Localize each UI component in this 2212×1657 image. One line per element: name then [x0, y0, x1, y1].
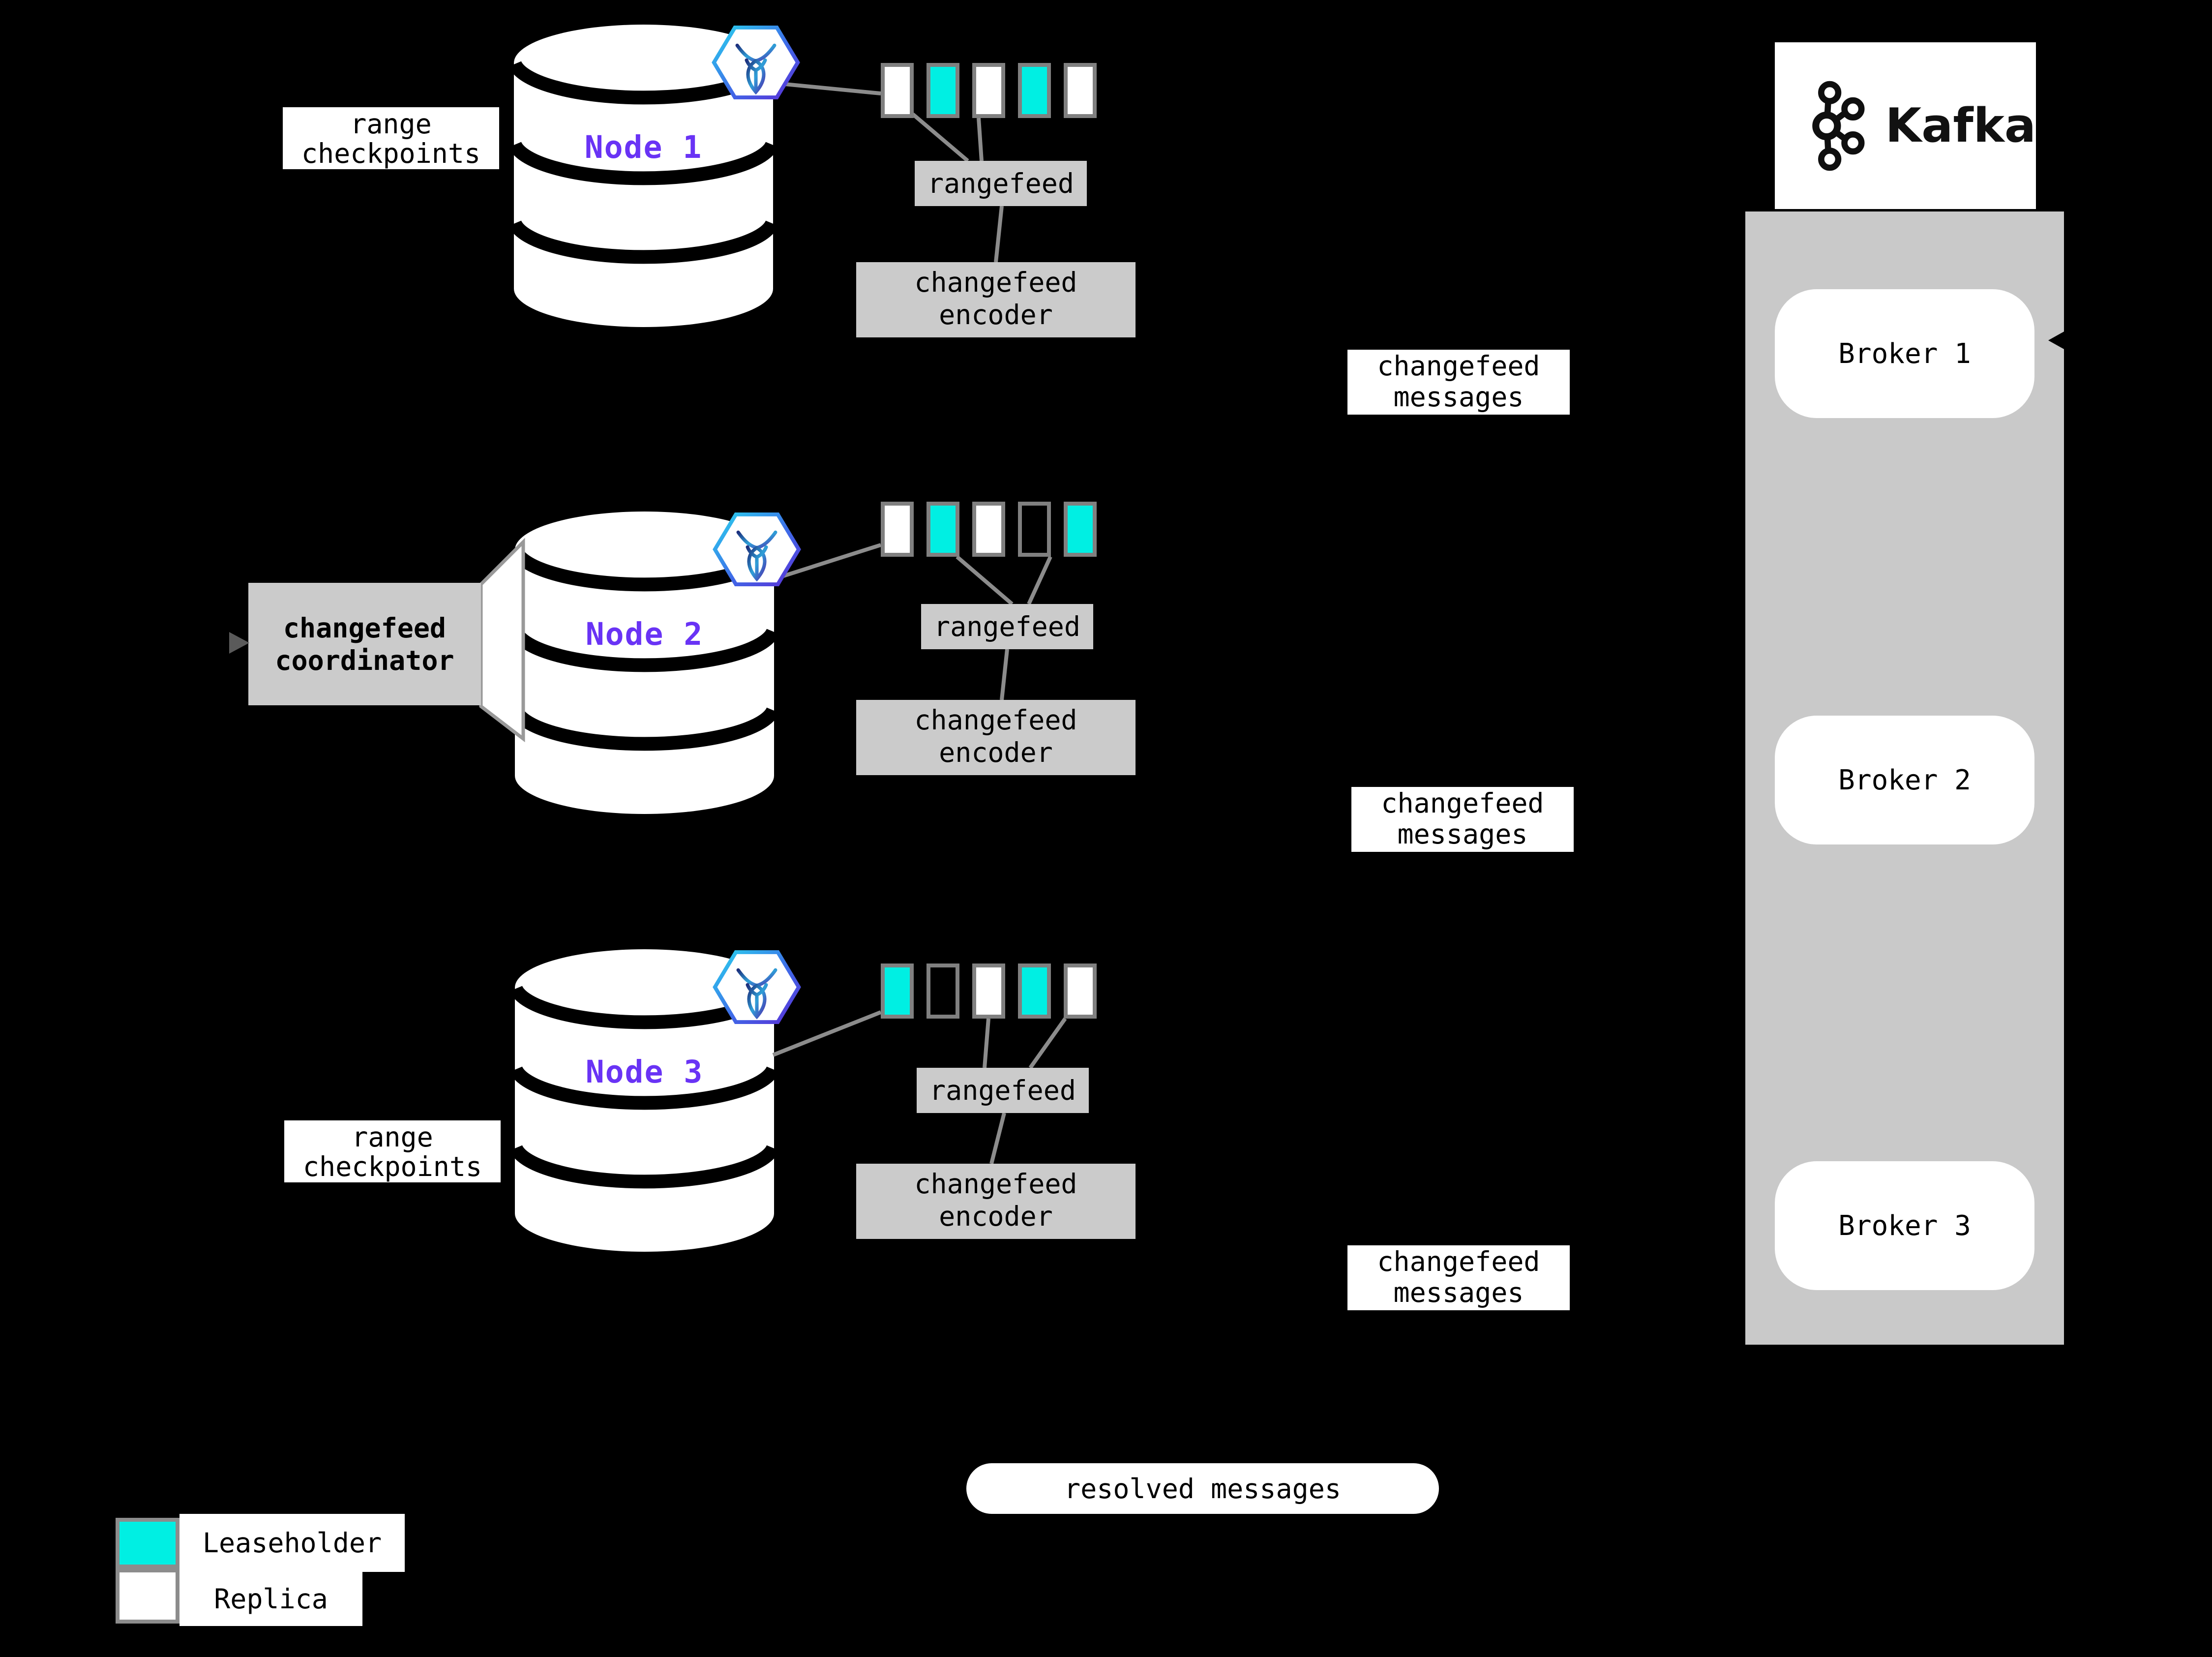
range-rect	[881, 964, 914, 1019]
node2-title: Node 2	[585, 616, 704, 652]
node1-title: Node 1	[584, 129, 703, 165]
node2-changefeed-messages-label: changefeed messages	[1351, 787, 1574, 852]
node2-range4-to-rangefeed-line	[1027, 556, 1052, 605]
legend-replica-label: Replica	[179, 1572, 362, 1626]
legend-leaseholder-label: Leaseholder	[179, 1514, 405, 1572]
node1-range3-to-rangefeed-line	[977, 118, 984, 161]
range-rect	[972, 964, 1005, 1019]
node1-rangefeed-box: rangefeed	[915, 161, 1087, 206]
changefeed-coordinator-label: changefeed coordinator	[248, 583, 481, 705]
range-rect	[1064, 63, 1097, 118]
range-rect	[881, 502, 914, 557]
cockroachdb-logo-icon	[713, 511, 801, 588]
node1-changefeed-messages-label: changefeed messages	[1347, 350, 1570, 415]
range-rect	[972, 63, 1005, 118]
node1-to-ranges-line	[769, 81, 881, 95]
node2-changefeed-encoder-box: changefeed encoder	[856, 700, 1136, 775]
legend-leaseholder-swatch	[116, 1518, 179, 1568]
node3-range-checkpoints-label: range checkpoints	[284, 1120, 501, 1182]
range-rect	[927, 502, 959, 557]
broker-2-box: Broker 2	[1775, 716, 2034, 844]
broker-1-box: Broker 1	[1775, 289, 2034, 418]
broker-3-label: Broker 3	[1838, 1209, 1971, 1242]
node3-to-ranges-line	[772, 1010, 882, 1057]
broker-3-box: Broker 3	[1775, 1161, 2034, 1290]
node2-rangefeed-box: rangefeed	[921, 604, 1093, 649]
range-rect	[927, 63, 959, 118]
node3-range5-to-rangefeed-line	[1028, 1017, 1067, 1069]
node2-rangefeed-to-encoder-line	[1000, 649, 1009, 700]
cockroachdb-logo-icon	[712, 24, 800, 101]
broker-2-label: Broker 2	[1838, 764, 1971, 796]
node1-range1-to-rangefeed-line	[911, 112, 969, 163]
range-rect	[1064, 964, 1097, 1019]
range-rect	[881, 63, 914, 118]
range-rect	[1018, 964, 1051, 1019]
kafka-logo: Kafka	[1775, 42, 2036, 209]
node1-range-checkpoints-label: range checkpoints	[283, 107, 499, 169]
node3-rangefeed-box: rangefeed	[917, 1068, 1089, 1113]
legend-replica-swatch	[116, 1568, 179, 1624]
node3-range3-to-rangefeed-line	[983, 1018, 990, 1068]
kafka-logo-icon	[1812, 81, 1865, 171]
range-rect	[1018, 502, 1051, 557]
node3-title: Node 3	[585, 1054, 704, 1090]
coordinator-incoming-arrowhead-icon	[229, 632, 249, 654]
range-rect	[1018, 63, 1051, 118]
broker1-incoming-arrowhead-icon	[2048, 327, 2073, 354]
kafka-logo-text: Kafka	[1885, 98, 2036, 153]
range-rect	[927, 964, 959, 1019]
cockroachdb-logo-icon	[713, 948, 801, 1026]
range-rect	[972, 502, 1005, 557]
node1-changefeed-encoder-box: changefeed encoder	[856, 262, 1136, 337]
node2-range2-to-rangefeed-line	[956, 555, 1014, 606]
node3-rangefeed-to-encoder-line	[989, 1113, 1006, 1164]
node3-changefeed-encoder-box: changefeed encoder	[856, 1164, 1136, 1239]
node2-to-ranges-line	[769, 543, 882, 582]
coordinator-flag-pointer	[479, 538, 525, 743]
node3-changefeed-messages-label: changefeed messages	[1347, 1245, 1570, 1310]
range-rect	[1064, 502, 1097, 557]
broker-1-label: Broker 1	[1838, 337, 1971, 370]
node1-rangefeed-to-encoder-line	[994, 206, 1004, 263]
resolved-messages-label: resolved messages	[966, 1463, 1439, 1514]
